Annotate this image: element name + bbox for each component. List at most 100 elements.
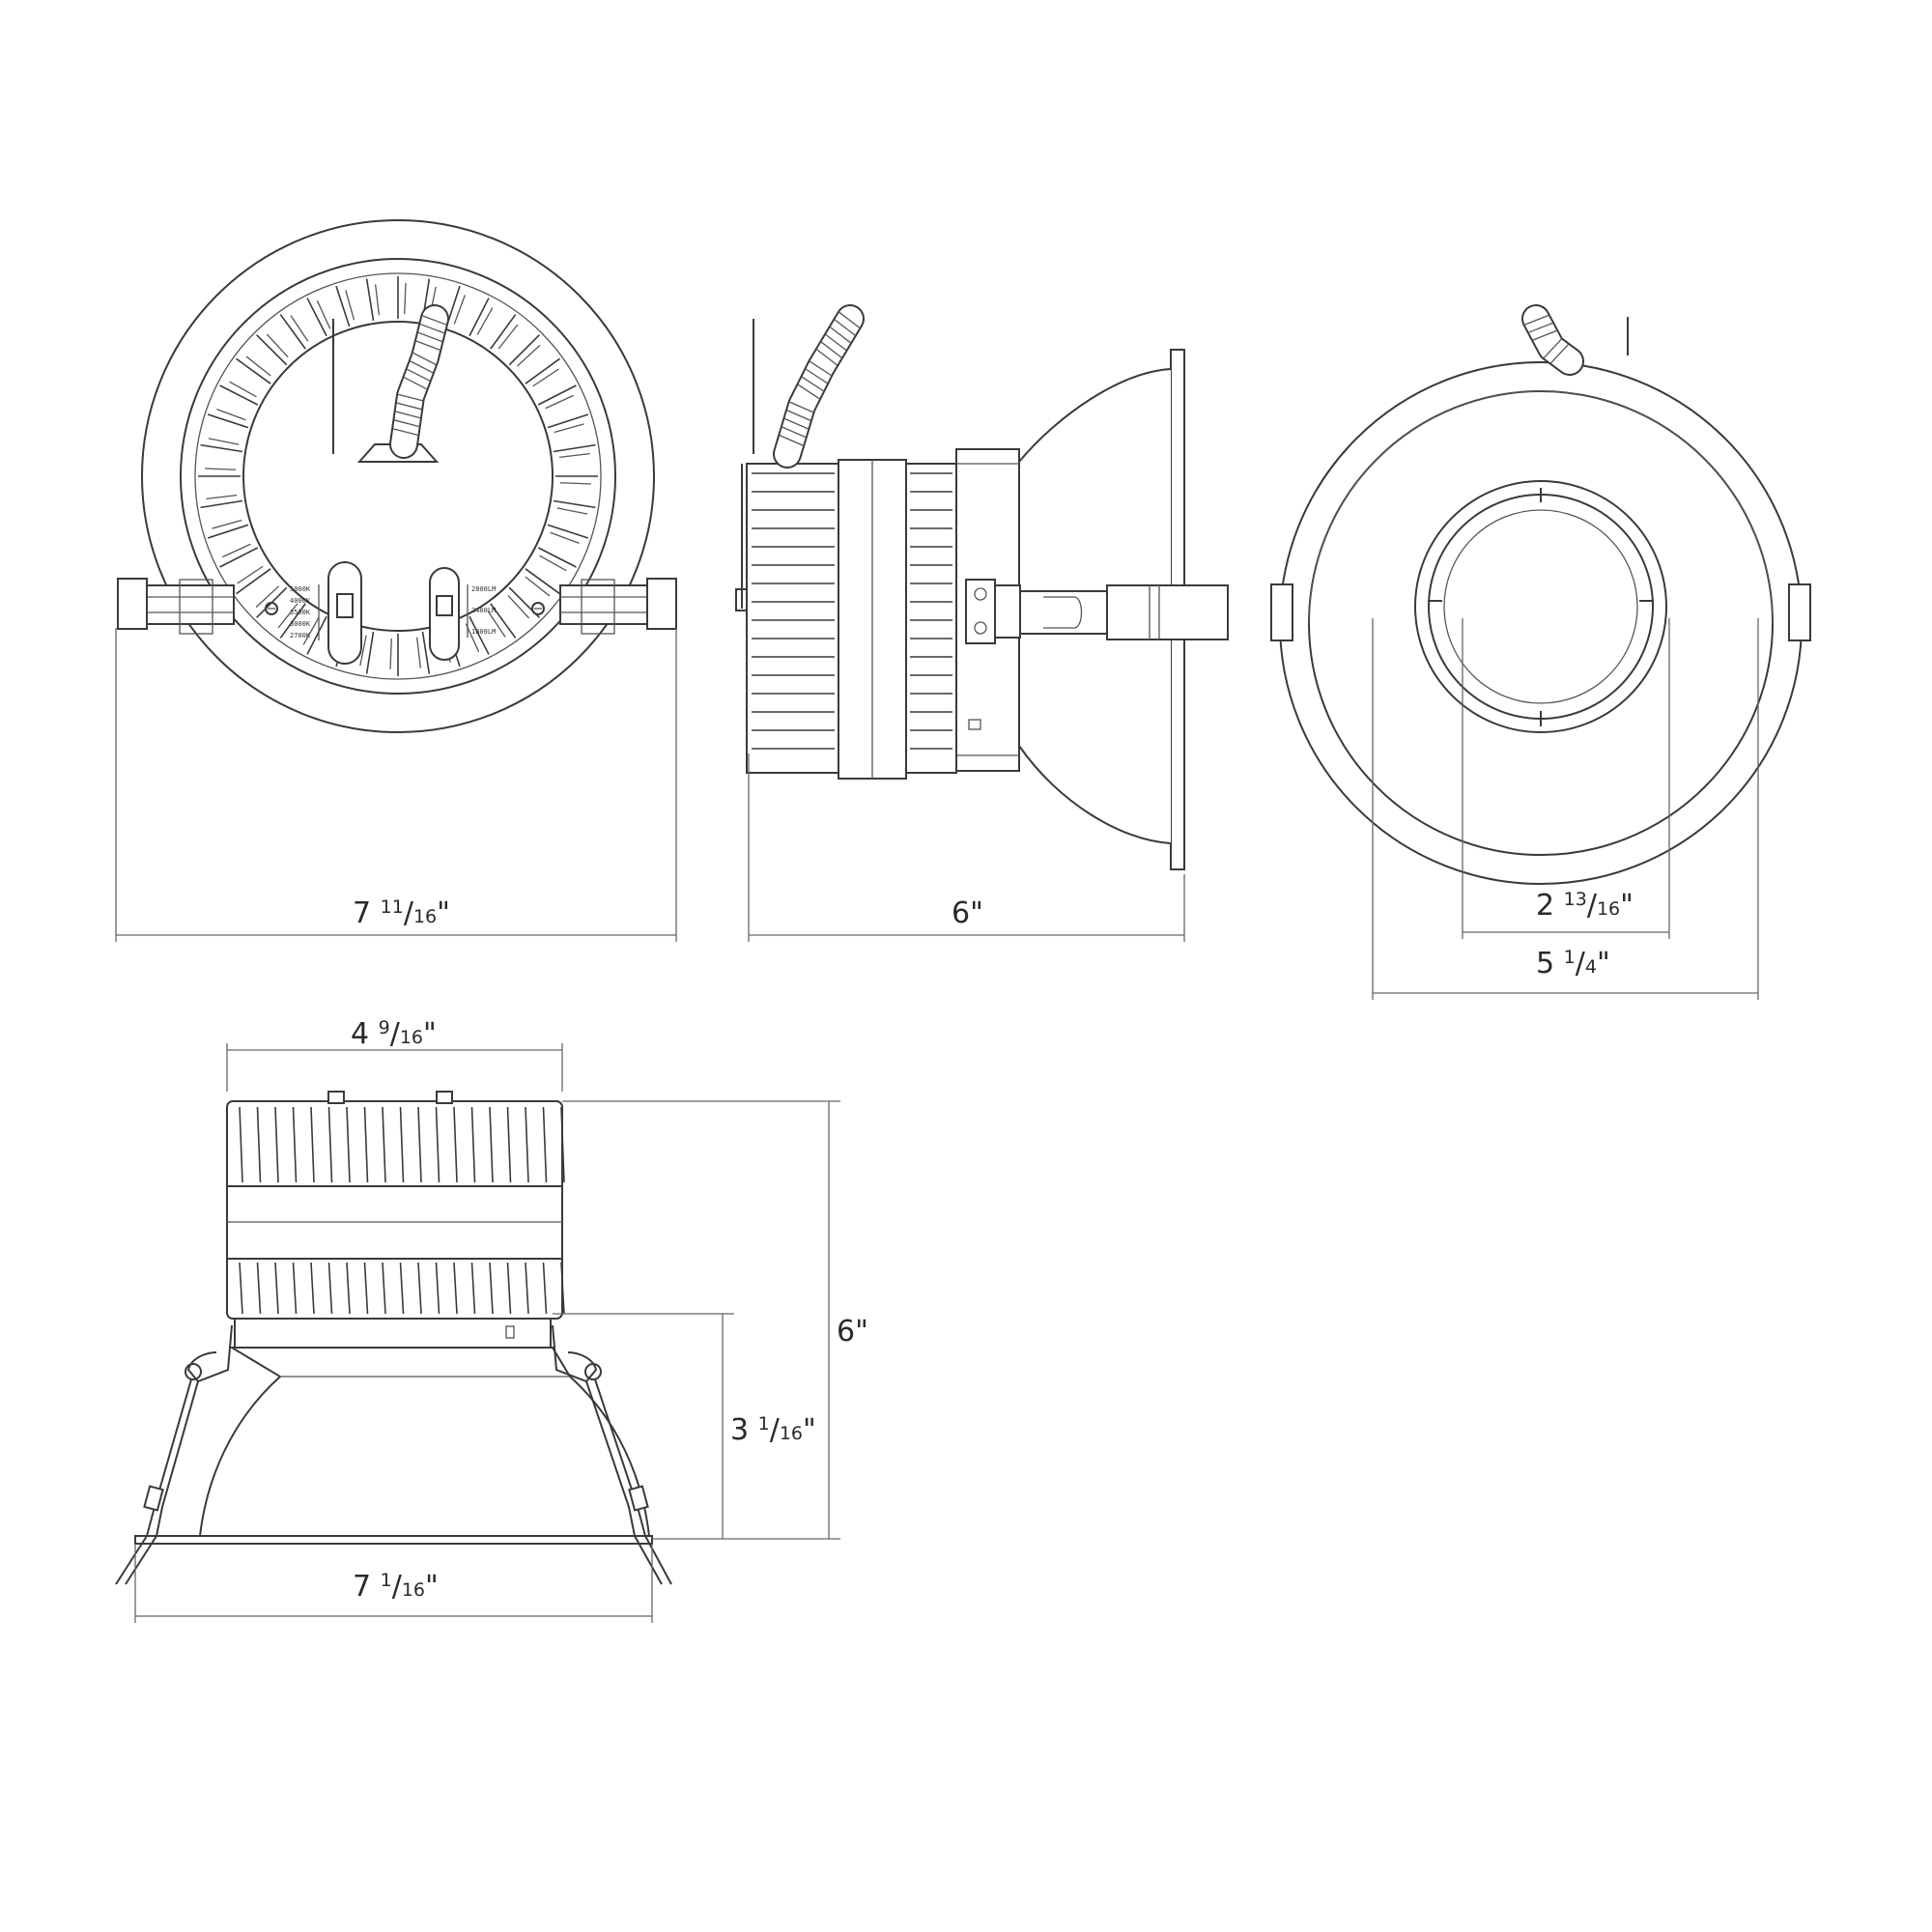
conduit-rib bbox=[1532, 329, 1557, 341]
heatsink-fin bbox=[453, 1106, 458, 1183]
heatsink-fin-edge bbox=[404, 283, 407, 315]
elevation-view: 4 9/16" 6" 3 1/16" 7 1/16" bbox=[115, 1017, 868, 1623]
left-tab bbox=[1270, 583, 1293, 641]
conduit-rib bbox=[397, 393, 423, 402]
conduit-rib bbox=[1550, 344, 1569, 364]
heatsink-fin-edge bbox=[222, 543, 251, 558]
heatsink-fin bbox=[553, 443, 596, 453]
heatsink-fin bbox=[542, 1106, 548, 1183]
heatsink-fin bbox=[506, 1262, 512, 1315]
heatsink-outer-ring bbox=[194, 272, 602, 680]
heatsink-fin-edge bbox=[545, 394, 574, 410]
screw-icon bbox=[531, 602, 545, 615]
heatsink-fin-edge bbox=[389, 638, 392, 669]
heatsink-fin bbox=[417, 1262, 422, 1315]
cct-option-label: 5000K bbox=[290, 585, 311, 593]
conduit-rib bbox=[781, 426, 807, 439]
heatsink-fin bbox=[469, 298, 490, 337]
heatsink-fin bbox=[547, 524, 589, 539]
conduit-rib bbox=[801, 376, 824, 392]
heatsink-fin-edge bbox=[302, 617, 320, 645]
conduit-rib bbox=[779, 435, 804, 446]
conduit-rib bbox=[784, 417, 809, 430]
trim-ring bbox=[134, 1535, 653, 1545]
heatsink-fin-edge bbox=[229, 381, 257, 398]
lens bbox=[1443, 509, 1638, 704]
heatsink-fin bbox=[421, 631, 431, 674]
cct-option-label: 3500K bbox=[290, 609, 311, 616]
heatsink-fin-edge bbox=[374, 284, 381, 316]
heatsink-fin-edge bbox=[216, 409, 246, 421]
heatsink-fin-edge bbox=[539, 554, 567, 572]
conduit-rib bbox=[1524, 314, 1549, 326]
heatsink-fin bbox=[399, 1262, 405, 1315]
heatsink-fin bbox=[525, 357, 560, 384]
aperture-inner-label: 2 13/16" bbox=[1536, 889, 1634, 923]
heatsink-fin bbox=[239, 1106, 243, 1183]
heatsink-fin-edge bbox=[237, 565, 264, 584]
heatsink-fin bbox=[200, 499, 243, 509]
heatsink-fin-edge bbox=[487, 611, 506, 638]
trim-outer-ring bbox=[141, 219, 655, 733]
heatsink-elevation bbox=[226, 1091, 565, 1320]
conduit-rib bbox=[838, 311, 861, 328]
heatsink-fin-edge bbox=[206, 494, 238, 500]
housing-width-label: 4 9/16" bbox=[351, 1017, 437, 1051]
conduit-rib bbox=[395, 411, 421, 419]
heatsink-fin-edge bbox=[558, 452, 590, 459]
heatsink-fin bbox=[346, 1262, 351, 1315]
left-spring-clip bbox=[186, 1324, 233, 1383]
heatsink-fin bbox=[363, 1262, 369, 1315]
heatsink-fin bbox=[489, 1262, 494, 1315]
mounting-collar bbox=[234, 1318, 552, 1349]
heatsink-fin-edge bbox=[255, 585, 279, 609]
conduit-rib bbox=[417, 331, 442, 343]
heatsink-fin bbox=[256, 1106, 262, 1183]
heatsink-fin bbox=[525, 1262, 529, 1315]
conduit-rib bbox=[789, 401, 813, 413]
heatsink-fin bbox=[490, 603, 517, 639]
conduit-rib bbox=[415, 340, 440, 351]
heatsink-fin bbox=[417, 1106, 422, 1183]
heatsink-fin bbox=[292, 1262, 298, 1315]
heatsink-fin-edge bbox=[245, 355, 271, 377]
overall-height-label: 6" bbox=[837, 1315, 868, 1349]
conduit-body bbox=[391, 306, 447, 457]
heatsink-fin bbox=[537, 384, 577, 406]
heatsink-fin bbox=[310, 1262, 315, 1315]
heatsink-fin-edge bbox=[476, 307, 494, 335]
lumen-option-label: 1800LM bbox=[471, 628, 496, 636]
heatsink-fin bbox=[207, 413, 249, 429]
heatsink-fin bbox=[506, 1106, 512, 1183]
right-tab bbox=[1788, 583, 1811, 641]
right-spring-clip bbox=[552, 1324, 598, 1383]
trim-width-label: 7 1/16" bbox=[353, 1570, 439, 1604]
heatsink-fin-edge bbox=[559, 482, 591, 485]
driver-plate bbox=[242, 321, 554, 632]
heatsink-fin bbox=[327, 1106, 333, 1183]
heatsink-fin bbox=[256, 334, 288, 366]
heatsink-fin bbox=[560, 1106, 565, 1183]
heatsink-fin bbox=[537, 547, 577, 568]
trim-outer-ring bbox=[1279, 361, 1803, 885]
screw-icon bbox=[265, 602, 278, 615]
heatsink-fin bbox=[274, 1106, 279, 1183]
conduit-rib bbox=[825, 333, 847, 351]
heatsink-fin bbox=[219, 384, 259, 406]
cct-option-label: 2700K bbox=[290, 632, 311, 639]
aperture-outer-label: 5 1/4" bbox=[1536, 947, 1610, 980]
left-mounting-bracket bbox=[117, 578, 235, 635]
heatsink-fin-edge bbox=[517, 344, 541, 367]
heatsink-fin-edge bbox=[453, 295, 466, 325]
heatsink-fin-edge bbox=[359, 635, 367, 667]
heatsink-fin bbox=[525, 1106, 529, 1183]
cct-option-label: 3000K bbox=[290, 620, 311, 628]
flexible-conduit bbox=[1521, 304, 1584, 376]
conduit-rib bbox=[810, 360, 832, 377]
side-mounting-bracket bbox=[965, 579, 1229, 644]
reflector-height-label: 3 1/16" bbox=[730, 1413, 816, 1447]
side-view-depth-label: 6" bbox=[952, 896, 983, 930]
lumen-option-label: 2800LM bbox=[471, 585, 496, 593]
